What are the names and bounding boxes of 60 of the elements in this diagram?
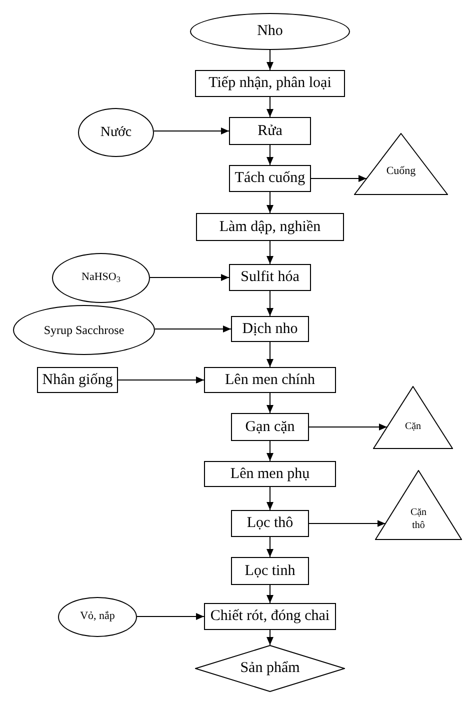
arrow — [308, 520, 386, 527]
process-box — [204, 603, 336, 630]
arrow — [266, 630, 274, 646]
arrow — [266, 290, 274, 316]
node-label: Gạn cặn — [245, 418, 295, 436]
process-box — [196, 213, 344, 241]
node-label: Vỏ, nắp — [80, 610, 115, 624]
waste-triangle — [375, 470, 462, 540]
process-box — [37, 367, 118, 393]
process-box — [204, 461, 336, 487]
process-box — [231, 557, 309, 585]
arrow — [266, 584, 274, 604]
node-label: Lên men chính — [225, 370, 315, 390]
arrow — [266, 144, 274, 166]
node-label: Cặn thô — [409, 507, 428, 532]
node-label: Cặn — [404, 420, 422, 433]
node-label: Rửa — [258, 122, 282, 140]
node-label: NaHSO$_{3}$ — [82, 271, 120, 285]
arrow — [266, 392, 274, 414]
arrow — [118, 376, 204, 384]
node-label: Nước — [100, 124, 132, 142]
node-label: Chiết rót, đóng chai — [210, 607, 330, 626]
node-label: Sulfit hóa — [240, 268, 300, 287]
process-box — [231, 510, 309, 537]
arrow — [150, 274, 230, 281]
arrow — [266, 192, 274, 214]
arrow — [308, 424, 388, 430]
node-label: Tách cuống — [234, 169, 306, 188]
arrow — [266, 342, 274, 368]
node-label: Syrup Sacchrose — [44, 322, 124, 338]
process-box — [229, 165, 311, 192]
arrow — [266, 440, 274, 462]
node-label: Cuống — [386, 165, 416, 179]
process-box — [229, 117, 311, 145]
arrow — [153, 128, 230, 134]
node-label: Sản phẩm — [240, 659, 300, 678]
arrow — [266, 486, 274, 510]
waste-triangle — [373, 386, 453, 449]
process-box — [231, 413, 309, 441]
node-label: Lọc thô — [246, 514, 294, 533]
arrow — [136, 613, 204, 620]
process-box — [204, 367, 336, 393]
node-label: Làm dập, nghiền — [219, 218, 321, 236]
node-label: Nho — [257, 22, 283, 41]
arrow — [266, 50, 274, 70]
waste-triangle — [354, 133, 448, 195]
process-box — [195, 70, 345, 97]
arrow — [266, 240, 274, 264]
arrow — [266, 536, 274, 558]
node-label: Tiếp nhận, phân loại — [208, 74, 332, 93]
product-diamond — [195, 645, 345, 692]
arrow — [154, 326, 232, 332]
arrow — [310, 175, 367, 182]
node-label: Dịch nho — [242, 320, 298, 338]
process-box — [229, 264, 311, 291]
node-label: Nhân giống — [42, 370, 113, 390]
arrow — [266, 96, 274, 118]
process-box — [231, 316, 309, 342]
node-label: Lọc tinh — [244, 562, 296, 580]
node-label: Lên men phụ — [230, 464, 310, 484]
